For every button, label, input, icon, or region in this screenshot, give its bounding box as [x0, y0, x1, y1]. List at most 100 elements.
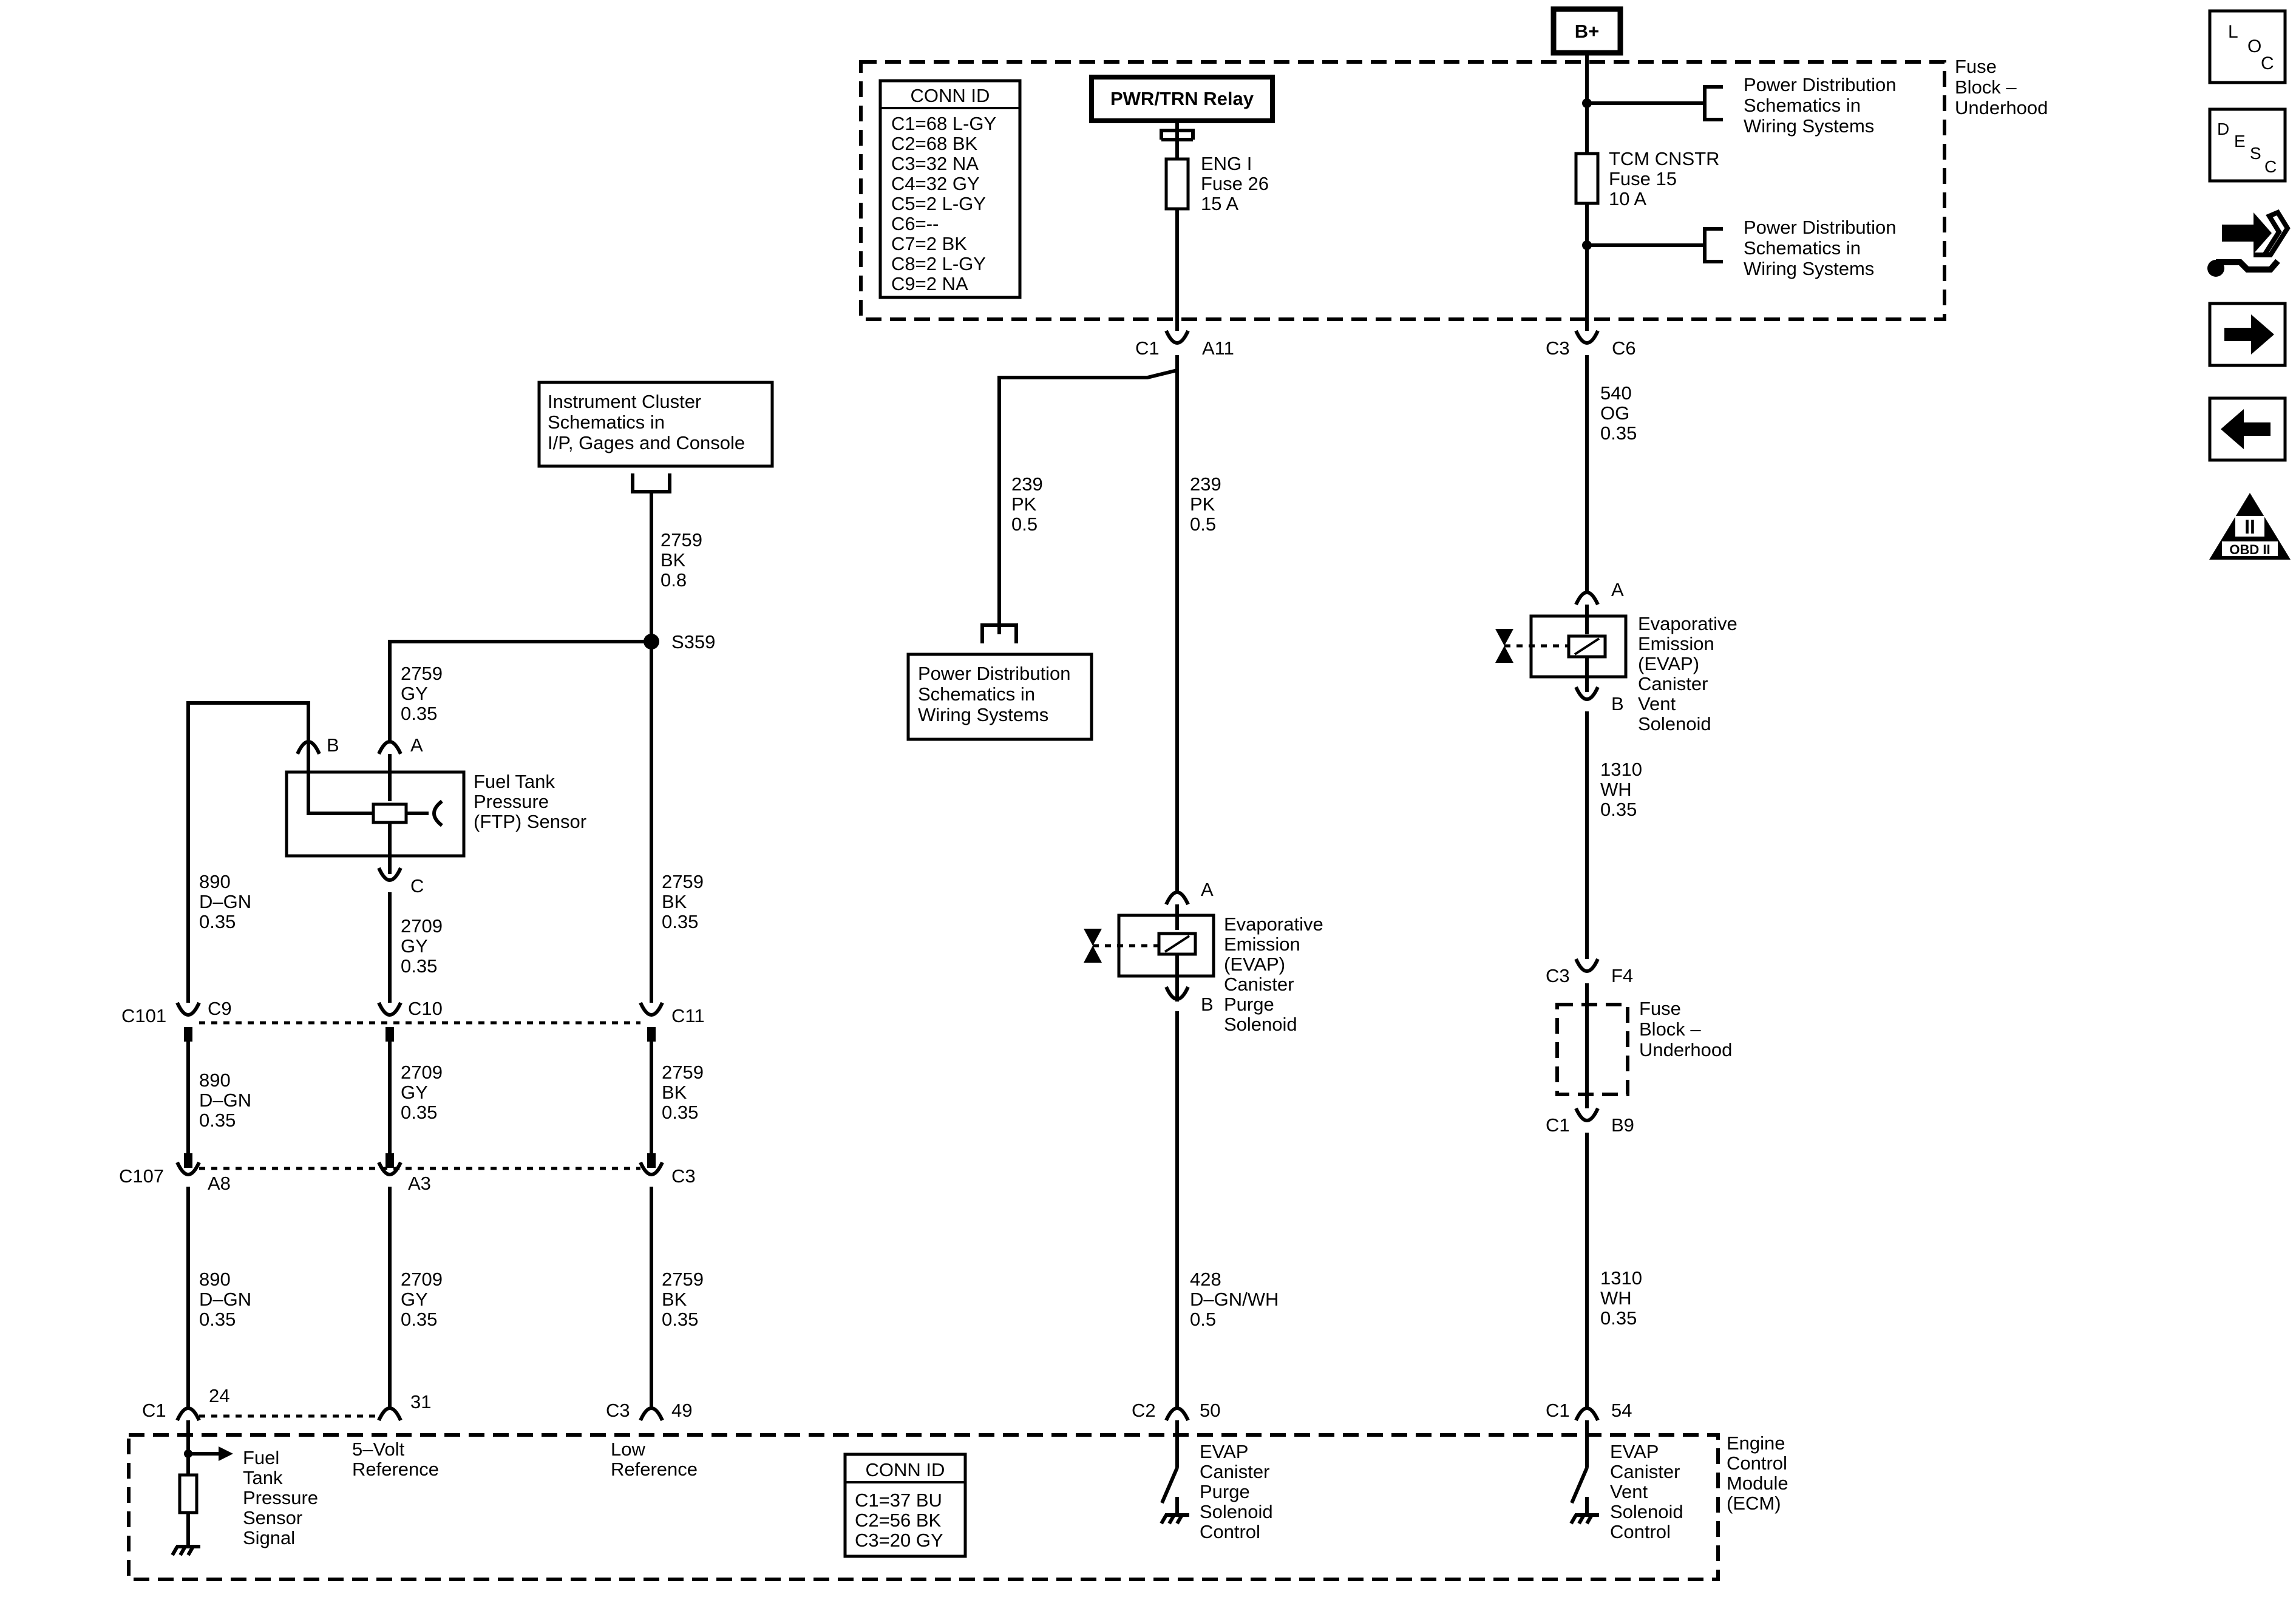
c101-pin-3 — [647, 1027, 656, 1042]
pin-c11: C11 — [671, 1005, 705, 1026]
conn-c1-a11 — [1164, 330, 1190, 345]
ecm-pulldown-resistor — [178, 1473, 199, 1514]
wire-2759-bk3-label: 2759 BK 0.35 — [662, 1269, 709, 1330]
conn-c3-f4 — [1574, 958, 1600, 973]
vent-conn-b — [1574, 686, 1600, 701]
vent-switch-blade — [1570, 1466, 1589, 1504]
ecm-conn-id-title: CONN ID — [866, 1459, 945, 1480]
pin-vent-a: A — [1611, 579, 1624, 600]
pin-54: 54 — [1611, 1400, 1632, 1421]
splice-s359-label: S359 — [671, 631, 715, 653]
pin-c107: C107 — [119, 1165, 164, 1187]
wire-540-label: 540 OG 0.35 — [1600, 382, 1637, 444]
ftp-sensor-label: Fuel Tank Pressure (FTP) Sensor — [474, 771, 586, 832]
ecm-conn-id-box — [843, 1453, 967, 1558]
wire-2709-2-label: 2709 GY 0.35 — [401, 1062, 448, 1123]
instrument-cluster-bracket — [631, 473, 671, 493]
purge-ground-icon — [1160, 1513, 1189, 1525]
pin-ecm-c3: C3 — [606, 1400, 630, 1421]
wire-1310-a-label: 1310 WH 0.35 — [1600, 759, 1648, 820]
c101-pin-2 — [385, 1027, 394, 1042]
ecm-pin-31 — [377, 1406, 402, 1422]
lower-fuse-block-boundary — [1555, 1003, 1629, 1096]
fuse-block-boundary — [859, 60, 1946, 321]
c107-c3 — [639, 1161, 664, 1176]
ecm-label: Engine Control Module (ECM) — [1727, 1432, 1793, 1514]
wire-428-label: 428 D–GN/WH 0.5 — [1190, 1269, 1284, 1330]
c101-pin-1 — [184, 1027, 192, 1042]
purge-conn-a — [1164, 890, 1190, 906]
c101-c11 — [639, 1002, 664, 1017]
ecm-signal-ftp-label: Fuel Tank Pressure Sensor Signal — [243, 1447, 324, 1548]
purge-coil-slash — [1164, 935, 1190, 953]
loc-button[interactable]: L O C — [2208, 9, 2287, 84]
wire-2759-gy-label: 2759 GY 0.35 — [401, 663, 448, 724]
wire-2709-1-label: 2709 GY 0.35 — [401, 915, 448, 977]
ecm-pin-49 — [639, 1406, 664, 1422]
pds-left-tap — [997, 368, 1178, 634]
ecm-conn-id-rows: C1=37 BU C2=56 BK C3=20 GY — [855, 1490, 948, 1551]
pin-ecm-c1b: C1 — [1546, 1400, 1570, 1421]
connector-wrench-icon — [2207, 209, 2291, 277]
c101-c10 — [377, 1002, 402, 1017]
pds-mid-label: Power Distribution Schematics in Wiring … — [1744, 217, 1901, 279]
conn-c1-b9 — [1574, 1107, 1600, 1122]
pds-left-bracket — [980, 623, 1018, 643]
pin-49: 49 — [671, 1400, 692, 1421]
ecm-pin-24 — [175, 1406, 201, 1422]
svg-text:L: L — [2228, 22, 2238, 42]
fuse-block-label: Fuse Block – Underhood — [1955, 56, 2048, 118]
svg-text:D: D — [2217, 120, 2229, 138]
eng-fuse-symbol — [1164, 157, 1190, 211]
c101-c9 — [175, 1002, 201, 1017]
wire-2759-bk1-label: 2759 BK 0.35 — [662, 871, 709, 932]
obd-ii-button[interactable]: II OBD II — [2209, 493, 2291, 560]
desc-button[interactable]: D E S C — [2208, 107, 2287, 183]
pwr-trn-relay-box — [1089, 75, 1275, 123]
pin-f4: F4 — [1611, 965, 1633, 986]
ecm-signal-arrow — [219, 1446, 233, 1461]
top-conn-id-box — [878, 79, 1022, 299]
ecm-boundary — [127, 1433, 1720, 1581]
arrow-left-icon — [2221, 409, 2271, 449]
back-button[interactable] — [2208, 396, 2287, 462]
ftp-conn-c — [377, 867, 402, 882]
top-conn-id-title: CONN ID — [911, 85, 990, 106]
pin-31: 31 — [410, 1391, 431, 1412]
purge-solenoid-label: Evaporative Emission (EVAP) Canister Pur… — [1224, 914, 1328, 1035]
instrument-cluster-box — [537, 381, 774, 468]
wire-890-3-label: 890 D–GN 0.35 — [199, 1269, 257, 1330]
pin-ftp-b: B — [327, 734, 339, 756]
ecm-signal-lowref-label: Low Reference — [611, 1439, 698, 1480]
purge-valve-icon — [1084, 929, 1102, 963]
pds-left-label: Power Distribution Schematics in Wiring … — [918, 663, 1076, 725]
ecm-pin-54 — [1574, 1406, 1600, 1422]
pin-purge-a: A — [1201, 879, 1214, 900]
svg-text:E: E — [2234, 132, 2246, 151]
c107-pin-2 — [385, 1153, 394, 1168]
vent-conn-a — [1574, 591, 1600, 606]
pds-mid-bracket — [1703, 227, 1723, 263]
ecm-purge-label: EVAP Canister Purge Solenoid Control — [1200, 1441, 1278, 1542]
pin-b9: B9 — [1611, 1114, 1634, 1136]
connector-tool-button[interactable] — [2207, 209, 2291, 277]
pin-ecm-c2: C2 — [1132, 1400, 1156, 1421]
ftp-port-cup — [432, 799, 443, 827]
pin-purge-b: B — [1201, 994, 1214, 1015]
pin-c3-f: C3 — [1546, 965, 1570, 986]
vent-ground-icon — [1569, 1513, 1599, 1525]
pin-c1-b: C1 — [1546, 1114, 1570, 1136]
wire-2759-bk2-label: 2759 BK 0.35 — [662, 1062, 709, 1123]
pin-vent-b: B — [1611, 693, 1624, 714]
pin-c10: C10 — [408, 998, 443, 1019]
pin-c9: C9 — [208, 998, 232, 1019]
tcm-fuse-symbol — [1574, 152, 1600, 205]
pin-c1: C1 — [1135, 337, 1160, 359]
pin-c6: C6 — [1612, 337, 1636, 359]
forward-button[interactable] — [2208, 302, 2287, 367]
c107-a8 — [175, 1161, 201, 1176]
vent-coil-slash — [1574, 637, 1600, 656]
wire-2709-3-label: 2709 GY 0.35 — [401, 1269, 448, 1330]
pin-24: 24 — [209, 1385, 229, 1406]
